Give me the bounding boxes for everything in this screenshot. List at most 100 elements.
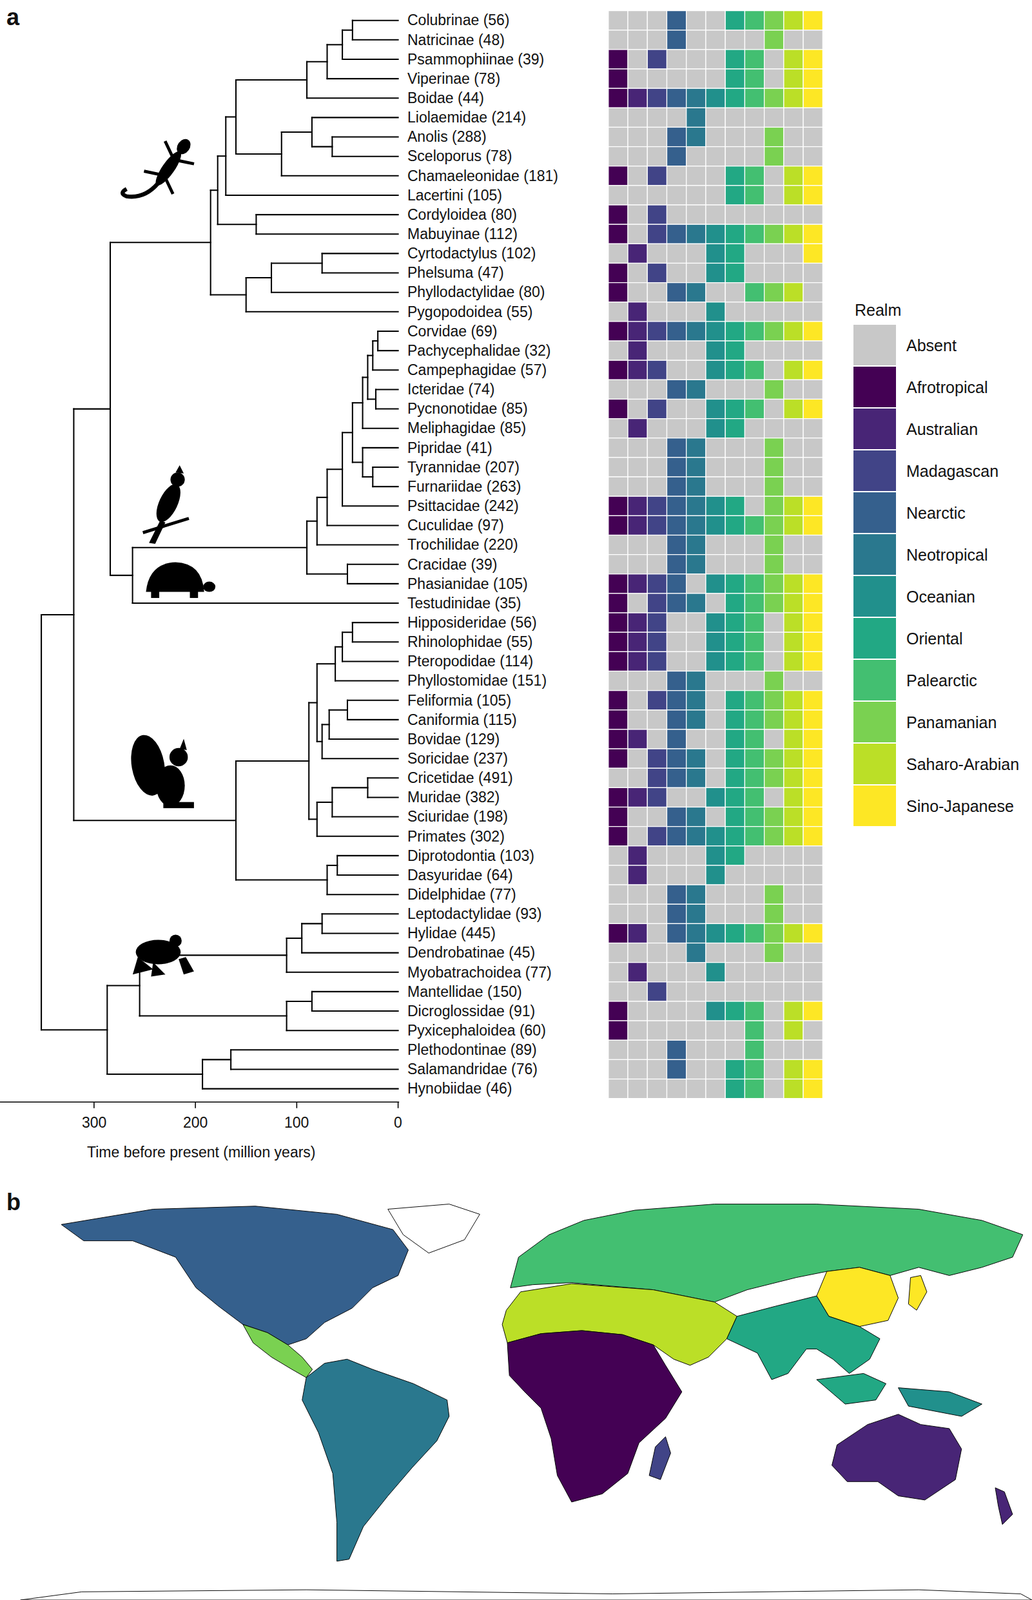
heatmap-cell [647,535,667,555]
heatmap-cell [647,846,667,866]
oceanian-region [898,1388,983,1417]
heatmap-cell [667,30,687,50]
heatmap-cell [705,126,726,147]
heatmap-cell [667,904,687,924]
heatmap-cell [686,691,706,711]
heatmap-cell [705,379,726,400]
heatmap-cell [725,749,745,769]
heatmap-cell [647,787,667,808]
heatmap-cell [627,846,648,866]
heatmap-cell [764,535,784,555]
heatmap-cell [667,379,687,400]
heatmap-cell [647,262,667,283]
tree-branch [308,701,318,704]
heatmap-cell [647,126,667,147]
heatmap-cell [705,963,726,983]
heatmap-cell [647,865,667,886]
heatmap-cell [803,360,823,380]
heatmap-cell [725,360,745,380]
heatmap-cell [667,963,687,983]
heatmap-cell [705,262,726,283]
legend-swatch [853,534,896,575]
heatmap-cell [725,671,745,692]
heatmap-cell [608,399,628,419]
heatmap-cell [725,554,745,575]
heatmap-cell [686,146,706,167]
taxon-label: Salamandridae (76) [407,1061,538,1078]
heatmap-cell [627,438,648,458]
taxon-label: Mabuyinae (112) [407,225,518,243]
heatmap-cell [705,982,726,1002]
heatmap-cell [667,204,687,225]
heatmap-cell [783,554,804,575]
heatmap-cell [725,1079,745,1100]
heatmap-cell [803,691,823,711]
heatmap-cell [686,710,706,730]
taxon-label: Caniformia (115) [407,711,517,729]
heatmap-cell [647,438,667,458]
tree-branch [41,614,74,616]
heatmap-cell [705,185,726,205]
heatmap-cell [647,418,667,439]
heatmap-cell [627,1040,648,1060]
heatmap-cell [803,710,823,730]
tick-label: 0 [393,1114,403,1132]
heatmap-cell [744,963,764,983]
heatmap-cell [744,787,764,808]
heatmap-cell [686,457,706,478]
heatmap-cell [647,457,667,478]
afrotropical-region [507,1331,682,1503]
tree-branch [331,816,398,818]
heatmap-cell [803,982,823,1002]
heatmap-cell [667,885,687,905]
heatmap-cell [725,1040,745,1060]
heatmap-cell [783,224,804,244]
heatmap-cell [705,1001,726,1022]
heatmap-cell [803,671,823,692]
heatmap-cell [725,768,745,788]
heatmap-cell [803,243,823,263]
heatmap-cell [705,49,726,69]
taxon-label: Leptodactylidae (93) [407,905,542,923]
heatmap-cell [803,923,823,944]
heatmap-cell [686,185,706,205]
oriental-region [727,1296,887,1405]
taxon-label: Cordyloidea (80) [407,206,517,224]
heatmap-cell [686,963,706,983]
heatmap-cell [803,593,823,614]
heatmap-cell [764,457,784,478]
heatmap-cell [725,651,745,672]
heatmap-cell [783,1021,804,1041]
heatmap-cell [705,418,726,439]
heatmap-cell [803,262,823,283]
heatmap-cell [686,768,706,788]
tree-branch [329,709,348,711]
heatmap-cell [705,865,726,886]
tree-branch [331,155,398,158]
heatmap-cell [783,146,804,167]
heatmap-cell [608,613,628,633]
legend-swatch [853,576,896,617]
heatmap-cell [686,204,706,225]
heatmap-cell [667,10,687,31]
heatmap-cell [667,691,687,711]
heatmap-cell [744,302,764,322]
heatmap-cell [627,30,648,50]
taxon-label: Pteropodidae (114) [407,652,534,670]
heatmap-cell [686,243,706,263]
heatmap-cell [705,671,726,692]
tree-branch [347,564,399,566]
heatmap-cell [725,204,745,225]
heatmap-cell [705,340,726,361]
heatmap-cell [627,865,648,886]
heatmap-cell [647,904,667,924]
heatmap-cell [783,515,804,536]
tree-branch [202,1088,398,1091]
tree-branch [327,468,343,470]
heatmap-cell [667,768,687,788]
taxon-label: Psittacidae (242) [407,497,519,515]
heatmap-cell [647,360,667,380]
heatmap-cell [764,438,784,458]
heatmap-cell [627,1059,648,1080]
heatmap-cell [764,68,784,89]
